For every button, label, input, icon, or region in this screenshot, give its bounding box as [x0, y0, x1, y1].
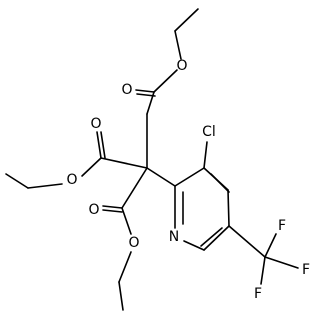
bond [200, 227, 223, 247]
bond [203, 141, 208, 169]
fluorine-label: F [302, 262, 310, 278]
bond [118, 281, 124, 311]
bond [203, 225, 230, 251]
bond [260, 256, 266, 285]
bond [96, 131, 102, 159]
bond [264, 233, 277, 258]
bond [121, 167, 148, 209]
pyridine-nitrogen-label: N [169, 229, 179, 245]
bond [227, 189, 230, 227]
ester-oxygen-label: O [66, 172, 77, 188]
fluorine-label: F [278, 218, 286, 234]
bond [183, 240, 205, 251]
bond [100, 131, 106, 159]
bond [174, 30, 182, 60]
bond [136, 93, 156, 97]
carbonyl-oxygen-label: O [121, 82, 132, 98]
bond [174, 167, 205, 187]
bonds [5, 8, 299, 311]
bond [121, 207, 132, 235]
atom-labels: O O O O O O Cl N F F F [66, 58, 310, 302]
bond [81, 157, 102, 177]
fluorine-label: F [254, 286, 262, 302]
carbonyl-oxygen-label: O [90, 116, 101, 132]
bond [174, 8, 199, 32]
bond [210, 173, 230, 193]
chlorine-label: Cl [202, 124, 216, 140]
bond [228, 225, 266, 258]
bond [118, 251, 132, 283]
ester-oxygen-label: O [176, 58, 187, 74]
bond [5, 173, 29, 189]
bond [264, 256, 299, 269]
bond [102, 209, 123, 213]
bond [100, 157, 148, 169]
carbonyl-oxygen-label: O [88, 202, 99, 218]
bond [153, 69, 178, 93]
bond [102, 205, 123, 209]
ester-oxygen-label: O [128, 235, 139, 251]
bond [146, 167, 176, 187]
bond [27, 183, 63, 189]
bond [135, 89, 155, 93]
